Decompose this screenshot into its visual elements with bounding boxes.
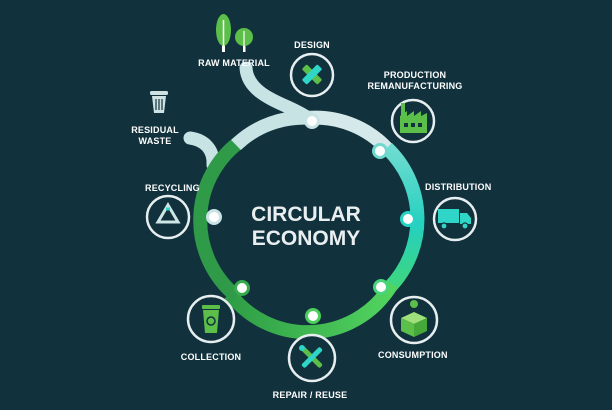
label-recycling: RECYCLING <box>145 183 200 193</box>
residual-waste-flow <box>183 131 220 172</box>
node-production <box>372 143 388 159</box>
repair-node-icon <box>287 333 337 383</box>
truck-icon <box>438 209 471 230</box>
factory-icon <box>400 103 427 133</box>
label-remanufacturing: REMANUFACTURING <box>367 81 463 91</box>
node-consumption <box>373 279 389 295</box>
production-node-icon <box>390 98 436 144</box>
label-collection: COLLECTION <box>180 352 242 362</box>
node-collection <box>234 280 250 296</box>
title-line-2: ECONOMY <box>251 227 361 250</box>
label-design: DESIGN <box>294 40 330 50</box>
diagram-title: CIRCULAR ECONOMY <box>251 203 361 251</box>
tools-icon <box>299 345 323 368</box>
recycle-icon <box>155 202 181 224</box>
design-node-icon <box>289 52 335 98</box>
ring-segment-bottom <box>224 280 399 340</box>
label-repair-reuse: REPAIR / REUSE <box>272 390 348 400</box>
recycling-node-icon <box>145 194 191 240</box>
node-distribution <box>400 211 416 227</box>
title-line-1: CIRCULAR <box>251 203 361 226</box>
trash-can-icon <box>150 91 168 113</box>
node-recycling <box>206 209 222 225</box>
ring-segment-top-left <box>231 110 313 151</box>
label-consumption: CONSUMPTION <box>378 350 448 360</box>
ring-segment-right <box>382 142 425 292</box>
trees-icon <box>216 14 253 52</box>
label-production: PRODUCTION <box>383 70 447 80</box>
consumption-node-icon <box>389 295 439 345</box>
ring-segment-left <box>193 134 247 302</box>
collection-node-icon <box>186 294 236 344</box>
node-design <box>304 113 320 129</box>
box-icon <box>401 300 427 337</box>
distribution-node-icon <box>432 196 478 242</box>
pencil-ruler-icon <box>302 64 322 85</box>
node-repair <box>305 308 321 324</box>
label-waste: WASTE <box>138 136 172 146</box>
ring-nodes <box>206 113 416 324</box>
label-raw-material: RAW MATERIAL <box>198 58 270 68</box>
label-residual: RESIDUAL <box>131 125 179 135</box>
label-distribution: DISTRIBUTION <box>425 182 492 192</box>
bin-icon <box>202 305 220 333</box>
